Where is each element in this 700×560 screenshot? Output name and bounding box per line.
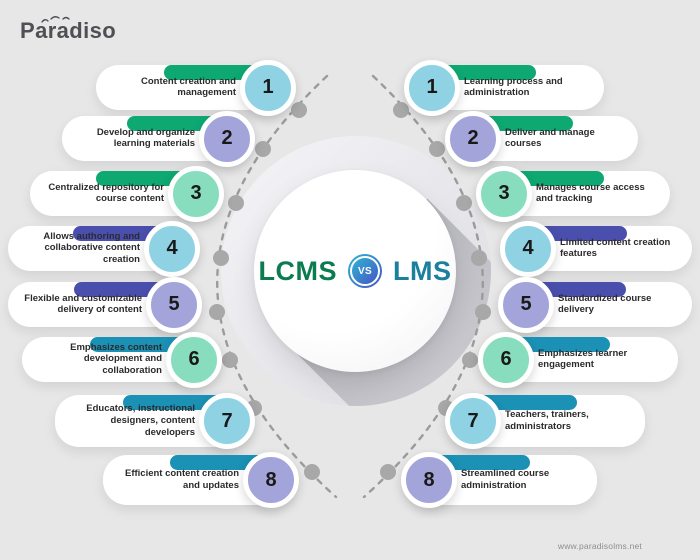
number-badge: 7 [199,393,255,449]
number-badge: 4 [500,220,556,277]
pill-label: Deliver and manage courses [505,126,595,150]
arc-dot [291,102,307,118]
birds-icon [41,16,70,23]
pill-label: Centralized repository for course conten… [48,181,164,205]
pill-label: Standardized course delivery [558,292,652,316]
arc-dot [304,464,320,480]
number-badge: 8 [243,452,299,508]
pill-label: Allows authoring and collaborative conte… [43,230,140,266]
pill-label: Content creation and management [140,75,236,99]
number-badge: 7 [445,393,501,449]
pill-label: Educators, instructional designers, cont… [86,403,195,438]
number-badge: 3 [476,165,532,222]
paradiso-logo: Paradiso [20,14,140,48]
pill-label: Manages course access and tracking [536,181,645,205]
number-badge: 5 [146,276,202,333]
pill-label: Develop and organize learning materials [96,126,195,150]
comparison-pill: Emphasizes content development and colla… [22,331,222,388]
pill-label: Learning process and administration [464,75,563,99]
comparison-pill: Educators, instructional designers, cont… [55,393,255,449]
logo-text: Paradiso [20,18,117,43]
number-badge: 8 [401,452,457,508]
vs-label: VS [350,256,380,286]
number-badge: 1 [404,59,460,116]
pill-label: Emphasizes content development and colla… [70,341,162,377]
number-badge: 6 [166,331,222,388]
comparison-pill: Allows authoring and collaborative conte… [8,220,200,277]
arc-dot [393,102,409,118]
vs-badge: VS [348,254,382,288]
pill-label: Teachers, trainers, administrators [505,409,589,432]
number-badge: 1 [240,59,296,116]
number-badge: 2 [199,110,255,167]
number-badge: 6 [478,331,534,388]
number-badge: 2 [445,110,501,167]
number-badge: 4 [144,220,200,277]
pill-label: Streamlined course administration [461,468,550,491]
pill-label: Limited content creation features [560,236,671,260]
website-url: www.paradisolms.net [557,541,642,551]
comparison-pill: Flexible and customizable delivery of co… [8,276,202,333]
lcms-label: LCMS [258,255,337,286]
comparison-pill: Centralized repository for course conten… [30,165,224,222]
lms-label: LMS [393,255,452,286]
number-badge: 5 [498,276,554,333]
pill-label: Efficient content creation and updates [124,468,239,491]
pill-label: Flexible and customizable delivery of co… [24,292,142,316]
number-badge: 3 [168,165,224,222]
arc-dot [380,464,396,480]
center-circle: LCMS VS LMS [254,170,456,372]
pill-label: Emphasizes learner engagement [538,347,628,371]
